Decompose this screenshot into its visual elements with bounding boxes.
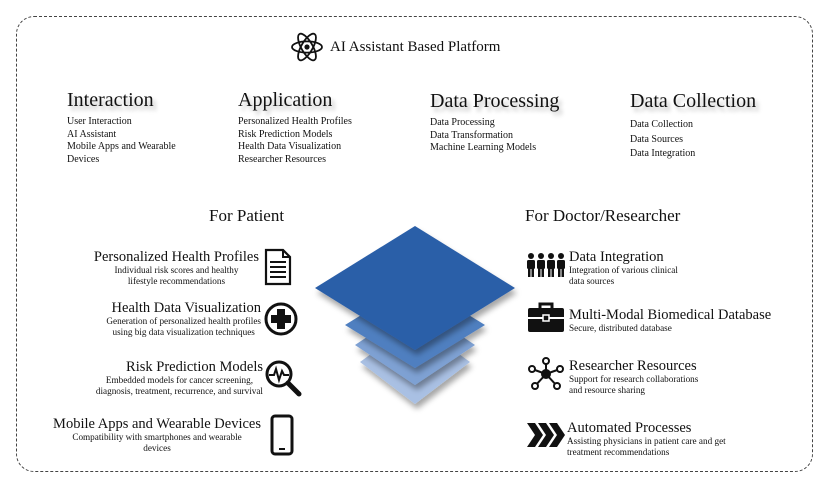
atom-icon (291, 32, 323, 62)
platform-header: AI Assistant Based Platform (290, 30, 500, 64)
platform-title: AI Assistant Based Platform (330, 38, 501, 55)
layer-item: Researcher Resources (238, 153, 327, 165)
layer-heading: Application (238, 89, 333, 111)
stack-layer-top (315, 226, 515, 350)
feature-title: Data Integration (569, 249, 664, 265)
layer-data-collection: Data Collection Data Collection Data Sou… (630, 90, 756, 162)
feature-title: Health Data Visualization (111, 300, 261, 316)
magnifier-pulse-icon (264, 359, 302, 397)
layer-item: Machine Learning Models (430, 142, 537, 154)
layer-heading: Data Processing (430, 90, 560, 112)
layer-application: Application Personalized Health Profiles… (238, 89, 352, 166)
feature-title: Risk Prediction Models (126, 359, 263, 375)
document-icon (264, 248, 292, 286)
feature-desc: data sources (569, 276, 615, 286)
layer-item: Data Integration (630, 148, 696, 159)
feature-desc: and resource sharing (569, 385, 646, 395)
feature-desc: Embedded models for cancer screening, (105, 375, 254, 385)
chevrons-icon (527, 421, 565, 449)
layer-data-processing: Data Processing Data Processing Data Tra… (430, 90, 559, 155)
layer-item: Data Processing (430, 117, 495, 128)
patient-feature-mobile-devices: Mobile Apps and Wearable Devices Compati… (53, 416, 261, 454)
feature-desc: Compatibility with smartphones and weara… (72, 432, 242, 442)
layer-item: Risk Prediction Models (238, 128, 333, 140)
feature-desc: diagnosis, treatment, recurrence, and su… (95, 386, 263, 396)
layer-item: Devices (67, 153, 100, 165)
patient-feature-risk-models: Risk Prediction Models Embedded models f… (96, 359, 263, 397)
people-group-icon (526, 252, 566, 278)
patient-feature-visualization: Health Data Visualization Generation of … (106, 300, 261, 338)
feature-title: Personalized Health Profiles (93, 249, 259, 265)
feature-desc: Generation of personalized health profil… (106, 316, 261, 326)
feature-desc: Support for research collaborations (569, 374, 699, 384)
feature-title: Multi-Modal Biomedical Database (569, 307, 772, 323)
feature-title: Mobile Apps and Wearable Devices (53, 416, 261, 432)
briefcase-icon (527, 302, 565, 334)
layer-item: AI Assistant (67, 128, 117, 140)
layer-interaction: Interaction User Interaction AI Assistan… (67, 89, 176, 166)
feature-desc: lifestyle recommendations (127, 276, 226, 286)
patient-feature-health-profiles: Personalized Health Profiles Individual … (94, 249, 259, 287)
layer-item: User Interaction (67, 116, 132, 127)
feature-desc: Secure, distributed database (569, 323, 672, 333)
layer-item: Data Transformation (430, 129, 514, 141)
layer-heading: Interaction (67, 89, 154, 111)
layer-heading: Data Collection (630, 90, 757, 112)
layer-item: Health Data Visualization (238, 141, 342, 153)
smartphone-icon (270, 414, 294, 456)
feature-desc: devices (143, 443, 171, 453)
feature-title: Researcher Resources (569, 358, 697, 374)
medical-cross-icon (264, 302, 298, 336)
platform-frame (16, 16, 813, 472)
layer-stack-graphic (300, 222, 530, 438)
network-nodes-icon (527, 357, 565, 391)
doctor-feature-biomedical-database: Multi-Modal Biomedical Database Secure, … (569, 307, 771, 334)
feature-desc: treatment recommendations (567, 447, 670, 457)
feature-desc: using big data visualization techniques (112, 327, 255, 337)
doctor-heading: For Doctor/Researcher (525, 206, 681, 225)
feature-title: Automated Processes (567, 420, 692, 436)
feature-desc: Integration of various clinical (569, 265, 678, 275)
patient-heading: For Patient (209, 206, 285, 225)
feature-desc: Individual risk scores and healthy (114, 265, 239, 275)
layer-item: Personalized Health Profiles (238, 116, 352, 127)
doctor-feature-automated-processes: Automated Processes Assisting physicians… (567, 420, 726, 458)
layer-item: Data Collection (630, 119, 694, 130)
doctor-feature-data-integration: Data Integration Integration of various … (569, 249, 678, 287)
layer-item: Data Sources (630, 133, 684, 145)
doctor-feature-researcher-resources: Researcher Resources Support for researc… (569, 358, 698, 396)
layer-item: Mobile Apps and Wearable (67, 141, 176, 153)
feature-desc: Assisting physicians in patient care and… (567, 436, 726, 446)
